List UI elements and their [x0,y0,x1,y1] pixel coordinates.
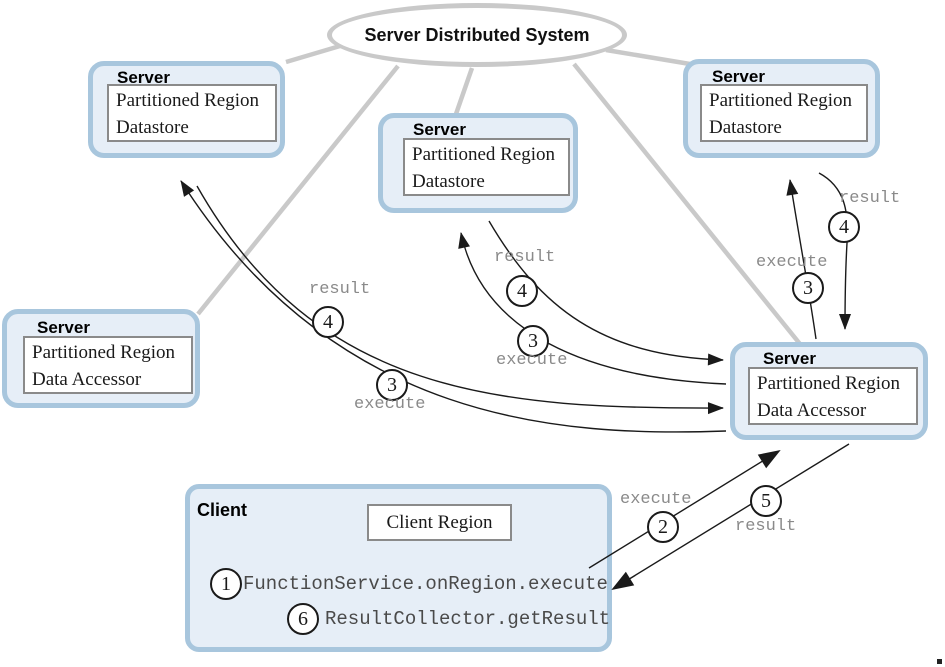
server-title: Server [37,318,90,337]
step-badge-6: 6 [287,603,319,635]
step-badge-execute-3-right: 3 [792,272,824,304]
server-box-top-left: Server Partitioned Region Datastore [88,61,285,158]
distributed-system-ellipse: Server Distributed System [327,3,627,67]
connector-line-top-left [285,43,341,65]
server-box-middle: Server Partitioned Region Datastore [378,113,578,213]
region-line1: Partitioned Region [412,144,556,165]
result-arrow-from-top-left [196,185,724,415]
step-badge-execute-2: 2 [647,511,679,543]
server-box-right-accessor: Server Partitioned Region Data Accessor [730,342,928,440]
server-title: Server [413,120,466,139]
partitioned-region-accessor-box: Partitioned Region Data Accessor [748,367,918,425]
arrow-label-execute: execute [756,253,828,272]
region-line1: Partitioned Region [116,90,260,111]
server-box-top-right: Server Partitioned Region Datastore [683,59,880,158]
region-line2: Data Accessor [757,400,867,421]
partitioned-region-datastore-box: Partitioned Region Datastore [403,138,570,196]
partitioned-region-datastore-box: Partitioned Region Datastore [700,84,868,142]
result-arrow-accessor-to-client [611,443,850,591]
execute-arrow-to-top-left [180,180,727,433]
region-line2: Datastore [116,117,189,138]
client-region-box: Client Region [367,504,512,541]
client-api-call-getresult: ResultCollector.getResult [325,608,611,630]
region-line1: Partitioned Region [757,373,901,394]
region-line2: Datastore [412,171,485,192]
client-api-call-execute: FunctionService.onRegion.execute [243,573,608,595]
arrow-label-result: result [735,517,797,536]
connector-line-top-right [605,47,691,67]
server-title: Server [117,68,170,87]
arrow-label-execute: execute [620,490,692,509]
arrow-label-result: result [839,189,901,208]
distributed-system-label: Server Distributed System [364,24,590,45]
region-line2: Data Accessor [32,369,142,390]
partitioned-region-accessor-box: Partitioned Region Data Accessor [23,336,193,394]
client-title: Client [197,500,248,520]
connector-line-middle [453,67,475,115]
client-box: Client Client Region [185,484,612,652]
server-box-left-accessor: Server Partitioned Region Data Accessor [2,309,200,408]
step-badge-result-4-left: 4 [312,306,344,338]
step-badge-result-5: 5 [750,485,782,517]
server-title: Server [763,349,816,368]
region-line2: Datastore [709,117,782,138]
region-line1: Partitioned Region [709,90,853,111]
step-badge-result-4-middle: 4 [506,275,538,307]
arrow-label-execute: execute [354,395,426,414]
page-corner-mark [937,659,942,664]
execute-arrow-client-to-accessor [588,449,781,569]
partitioned-region-datastore-box: Partitioned Region Datastore [107,84,277,142]
arrow-label-execute: execute [496,351,568,370]
arrow-label-result: result [494,248,556,267]
step-badge-1: 1 [210,568,242,600]
region-line1: Partitioned Region [32,342,176,363]
step-badge-result-4-right: 4 [828,211,860,243]
arrow-label-result: result [309,280,371,299]
